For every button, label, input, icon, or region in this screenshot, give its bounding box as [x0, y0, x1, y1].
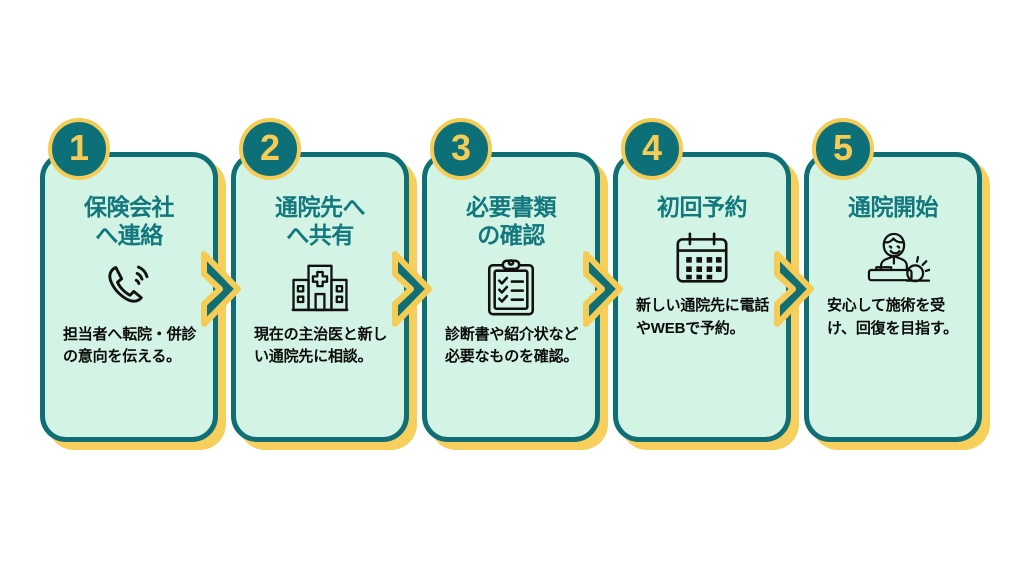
step-title: 通院先へ へ共有 — [275, 194, 366, 249]
step-number: 2 — [259, 127, 281, 168]
step-number-badge: 3 — [430, 118, 492, 180]
step-card-4[interactable]: 初回予約 — [613, 118, 799, 450]
step-description: 新しい通院先に電話やWEBで予約。 — [636, 297, 770, 338]
step-description: 担当者へ転院・併診の意向を伝える。 — [63, 325, 197, 366]
card-body: 通院先へ へ共有 現在の主治医と新しい通院先 — [231, 152, 409, 442]
step-title: 初回予約 — [657, 194, 748, 220]
chevron-right-arrow-2 — [389, 248, 435, 330]
step-number-badge: 4 — [621, 118, 683, 180]
step-number: 3 — [450, 127, 472, 168]
step-number: 5 — [832, 127, 854, 168]
step-title: 保険会社 へ連絡 — [84, 194, 175, 249]
step-number: 4 — [641, 127, 663, 168]
card-body: 必要書類 の確認 診断書や紹介状など必要なも — [422, 152, 600, 442]
clipboard-checklist-icon — [485, 256, 537, 318]
step-card-5[interactable]: 通院開始 — [804, 118, 990, 450]
chevron-right-arrow-1 — [198, 248, 244, 330]
step-title: 必要書類 の確認 — [466, 194, 557, 249]
chevron-right-arrow-4 — [771, 248, 817, 330]
step-description: 現在の主治医と新しい通院先に相談。 — [254, 325, 388, 366]
chevron-right-arrow-3 — [580, 248, 626, 330]
step-description: 安心して施術を受け、回復を目指す。 — [827, 297, 958, 338]
step-title: 通院開始 — [848, 194, 939, 220]
step-number-badge: 5 — [812, 118, 874, 180]
hospital-building-icon — [290, 256, 350, 318]
card-body: 通院開始 — [804, 152, 982, 442]
step-card-2[interactable]: 通院先へ へ共有 現在の主治医と新しい通院先 — [231, 118, 417, 450]
step-description: 診断書や紹介状など必要なものを確認。 — [445, 325, 579, 366]
step-number-badge: 2 — [239, 118, 301, 180]
step-number: 1 — [68, 127, 90, 168]
treatment-therapist-icon — [856, 227, 930, 289]
step-number-badge: 1 — [48, 118, 110, 180]
card-body: 保険会社 へ連絡 担当者へ転院・併診の意向を伝える。 — [40, 152, 218, 442]
step-card-1[interactable]: 保険会社 へ連絡 担当者へ転院・併診の意向を伝える。 1 — [40, 118, 226, 450]
step-card-3[interactable]: 必要書類 の確認 診断書や紹介状など必要なも — [422, 118, 608, 450]
card-body: 初回予約 — [613, 152, 791, 442]
phone-call-icon — [100, 256, 158, 318]
calendar-icon — [673, 227, 731, 289]
